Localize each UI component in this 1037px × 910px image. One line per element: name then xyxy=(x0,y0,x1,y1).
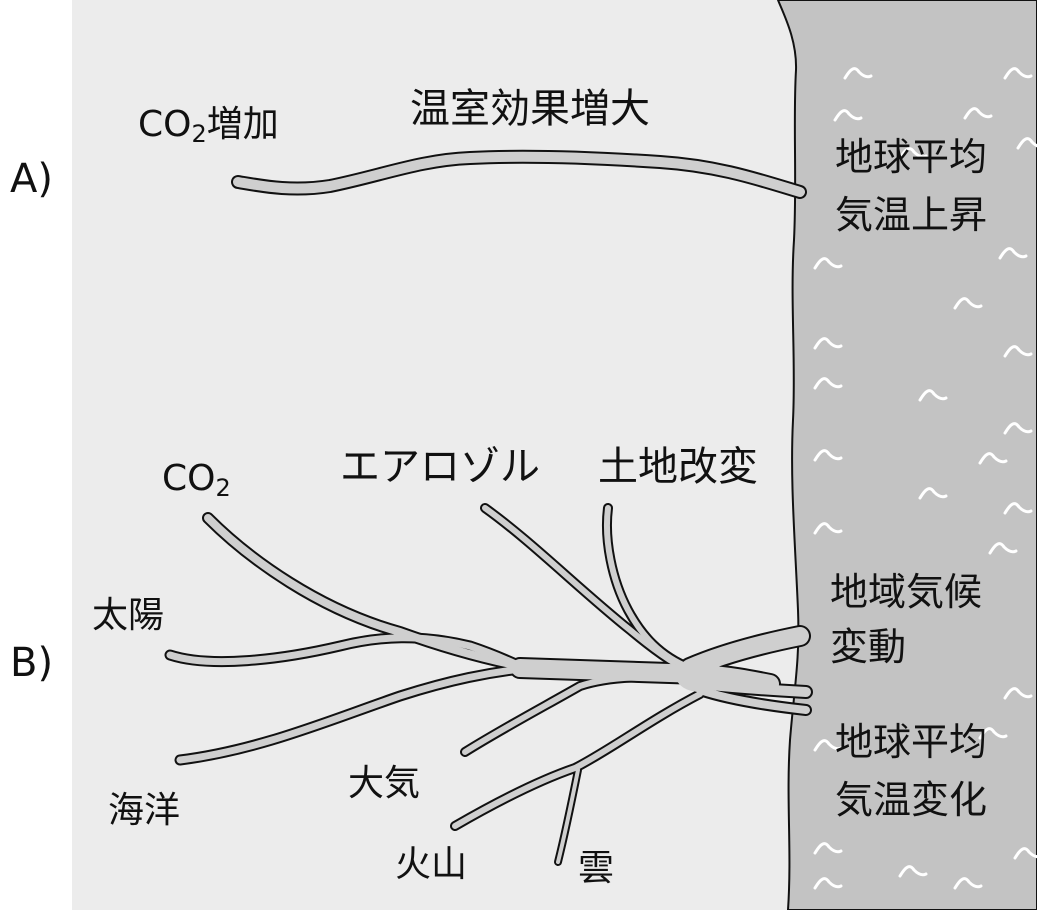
co2-label: CO2 xyxy=(162,458,231,502)
confluence-pool xyxy=(676,660,724,692)
wave-glyph xyxy=(988,542,1018,555)
co2-increase-co: CO xyxy=(138,104,191,145)
wave-glyph xyxy=(953,877,983,890)
wave-glyph xyxy=(813,842,843,855)
global-temp-change-line2: 気温変化 xyxy=(835,778,987,822)
greenhouse-effect-label: 温室効果増大 xyxy=(410,86,650,132)
wave-glyph xyxy=(1003,502,1033,515)
panel-a-label: A) xyxy=(10,156,53,202)
wave-glyph xyxy=(843,67,873,80)
volcano-label: 火山 xyxy=(395,844,467,885)
wave-glyph xyxy=(813,739,843,752)
wave-glyph xyxy=(998,247,1028,260)
wave-glyph xyxy=(1003,422,1033,435)
regional-climate-line2: 変動 xyxy=(830,625,906,669)
global-temp-rise-line2: 気温上昇 xyxy=(835,193,987,237)
sun-label: 太陽 xyxy=(92,595,164,636)
cloud-label: 雲 xyxy=(578,848,614,889)
wave-glyph xyxy=(918,389,948,402)
wave-glyph xyxy=(978,452,1008,465)
sea-area xyxy=(776,0,1037,910)
global-temp-rise-line1: 地球平均 xyxy=(835,135,987,179)
panel-b-label: B) xyxy=(10,640,53,686)
wave-glyph xyxy=(1013,847,1037,860)
wave-glyph xyxy=(813,377,843,390)
stream-a-fill xyxy=(233,151,805,197)
wave-glyph xyxy=(898,147,928,160)
wave-glyph xyxy=(963,107,993,120)
wave-glyph xyxy=(918,487,948,500)
wave-glyph xyxy=(833,109,863,122)
wave-glyph xyxy=(1003,345,1033,358)
co2-co: CO xyxy=(162,458,215,499)
ocean-label: 海洋 xyxy=(108,790,180,831)
co2-increase-suffix: 増加 xyxy=(207,104,279,145)
wave-glyph xyxy=(813,257,843,270)
wave-glyph xyxy=(813,522,843,535)
global-temp-change-line1: 地球平均 xyxy=(835,720,987,764)
co2-sub: 2 xyxy=(215,474,230,502)
wave-glyph-group xyxy=(813,67,1037,890)
wave-glyph xyxy=(813,449,843,462)
wave-glyph xyxy=(1016,137,1037,150)
wave-glyph xyxy=(813,337,843,350)
wave-glyph xyxy=(813,877,843,890)
wave-glyph xyxy=(898,865,928,878)
aerosol-label: エアロゾル xyxy=(340,444,540,490)
land-change-label: 土地改変 xyxy=(598,444,758,490)
atmosphere-label: 大気 xyxy=(348,763,420,804)
co2-increase-label: CO2増加 xyxy=(138,104,279,148)
wave-glyph xyxy=(978,727,1008,740)
regional-climate-line1: 地域気候 xyxy=(830,570,982,614)
wave-glyph xyxy=(1003,67,1033,80)
co2-increase-sub: 2 xyxy=(191,120,206,148)
wave-glyph xyxy=(953,297,983,310)
wave-glyph xyxy=(1003,687,1033,700)
